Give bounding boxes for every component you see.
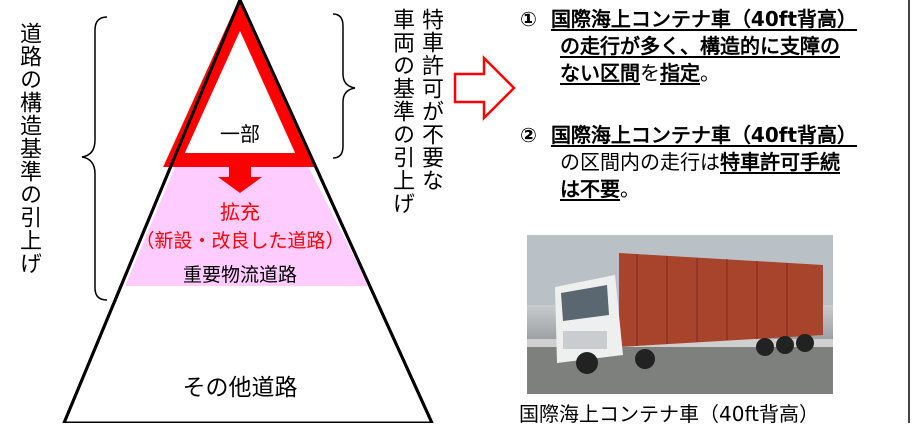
- point-2: ② 国際海上コンテナ車（40ft背高） の区間内の走行は特車許可手続 は不要。: [520, 122, 857, 203]
- expand-sub-label: （新設・改良した道路）: [135, 230, 345, 252]
- point-1-text-line3-emph: 指定: [660, 61, 700, 85]
- point-1-text-line1: 国際海上コンテナ車（40ft背高）: [550, 7, 858, 31]
- pyramid-left-edge: [62, 0, 242, 423]
- expand-arrow-icon: [218, 165, 262, 193]
- point-2-text-line3-end: 。: [620, 177, 640, 201]
- point-1-line2: の走行が多く、構造的に支障の: [520, 33, 857, 60]
- photo-caption: 国際海上コンテナ車（40ft背高）: [519, 402, 819, 426]
- point-1-text-line2: の走行が多く、構造的に支障の: [560, 34, 840, 58]
- point-2-number: ②: [520, 123, 537, 147]
- point-1-number: ①: [520, 7, 537, 31]
- point-1-line3: ない区間を指定。: [520, 60, 857, 87]
- pyramid-bottom-label: その他道路: [182, 375, 298, 401]
- point-2-line2: の区間内の走行は特車許可手続: [520, 149, 857, 176]
- right-vertical-label-col1: 特車許可が不要な: [418, 8, 443, 192]
- point-2-text-line3-emph: は不要: [560, 177, 620, 201]
- expand-label: 拡充: [220, 200, 260, 224]
- point-2-text-line2-plain: の区間内の走行は: [560, 150, 720, 174]
- point-2-line1: ② 国際海上コンテナ車（40ft背高）: [520, 122, 857, 149]
- point-1-line1: ① 国際海上コンテナ車（40ft背高）: [520, 6, 857, 33]
- point-2-text-line2-emph: 特車許可手続: [720, 150, 840, 174]
- point-1: ① 国際海上コンテナ車（40ft背高） の走行が多く、構造的に支障の ない区間を指…: [520, 6, 857, 87]
- pyramid-middle-label: 重要物流道路: [182, 264, 297, 286]
- right-vertical-label-col2: 車両の基準の引上げ: [389, 8, 414, 215]
- point-1-text-line3-end: 。: [700, 61, 720, 85]
- point-1-text-line3-mid: を: [640, 61, 660, 85]
- right-brace-icon: [332, 13, 356, 159]
- top-triangle: [163, 0, 317, 167]
- pink-band: [125, 160, 369, 286]
- left-vertical-label: 道路の構造基準の引上げ: [16, 22, 41, 275]
- point-2-line3: は不要。: [520, 176, 857, 203]
- truck-photo-illustration: [527, 235, 833, 394]
- pyramid-top-label: 一部: [220, 122, 260, 146]
- frame-right-edge: [908, 0, 910, 423]
- truck-photo: [527, 235, 833, 394]
- right-arrow-icon: [453, 54, 516, 122]
- point-1-text-line3-underlined: ない区間: [560, 61, 640, 85]
- left-brace-icon: [81, 16, 108, 301]
- point-2-text-line1: 国際海上コンテナ車（40ft背高）: [550, 123, 858, 147]
- pyramid-right-edge: [238, 0, 434, 423]
